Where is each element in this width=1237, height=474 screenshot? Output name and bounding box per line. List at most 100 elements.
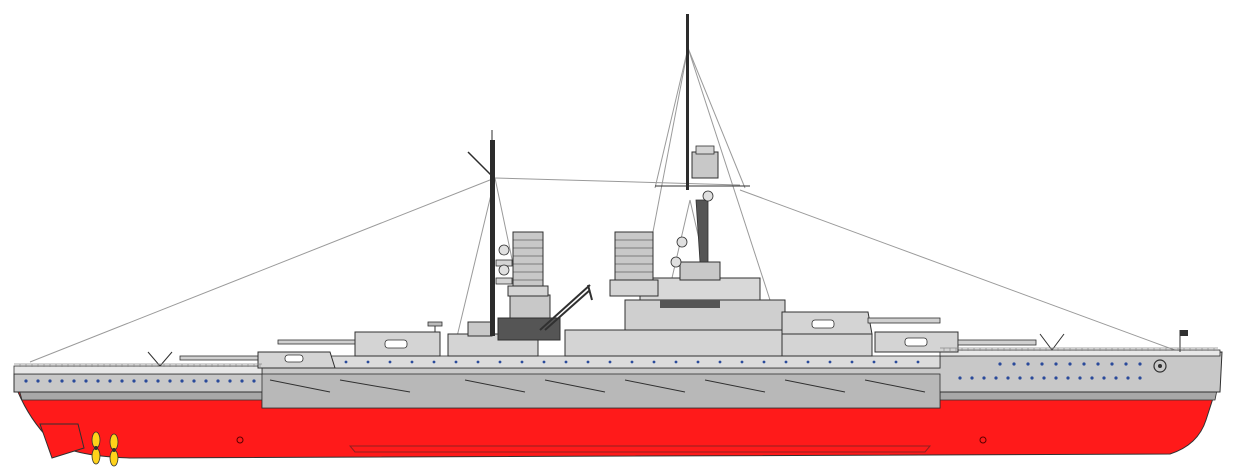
- foremast: [467, 130, 495, 336]
- porthole: [388, 360, 392, 364]
- porthole: [872, 360, 876, 364]
- turret-b: [277, 321, 443, 357]
- bilge-keel: [348, 445, 932, 453]
- porthole: [1018, 376, 1022, 380]
- porthole: [564, 360, 568, 364]
- propeller-group: [91, 431, 119, 467]
- porthole: [204, 379, 208, 383]
- aft-funnel: [609, 231, 659, 297]
- porthole: [1012, 362, 1016, 366]
- porthole: [132, 379, 136, 383]
- porthole: [24, 379, 28, 383]
- porthole: [998, 362, 1002, 366]
- porthole: [982, 376, 986, 380]
- porthole: [520, 360, 524, 364]
- porthole: [958, 376, 962, 380]
- porthole: [970, 376, 974, 380]
- porthole: [994, 376, 998, 380]
- casemate-marks: [269, 379, 926, 393]
- foremast-shroud-1: [454, 177, 496, 346]
- bow-davit: [147, 333, 1065, 367]
- deck-railing: [14, 347, 1218, 367]
- porthole: [180, 379, 184, 383]
- mainmast-stay-3: [687, 47, 771, 301]
- forward-funnel: [507, 231, 549, 297]
- porthole: [806, 360, 810, 364]
- mainmast-stay-1: [654, 47, 689, 189]
- porthole: [108, 379, 112, 383]
- rudder: [39, 423, 85, 459]
- porthole: [542, 360, 546, 364]
- porthole: [894, 360, 898, 364]
- porthole: [498, 360, 502, 364]
- rigging: [29, 47, 1181, 363]
- triatic-stay: [494, 177, 741, 186]
- porthole: [252, 379, 256, 383]
- turret-y: [874, 331, 1037, 353]
- porthole: [828, 360, 832, 364]
- hull-fittings: [236, 436, 987, 444]
- propeller-icon: [91, 431, 101, 465]
- porthole: [84, 379, 88, 383]
- porthole: [410, 360, 414, 364]
- porthole: [1114, 376, 1118, 380]
- porthole: [168, 379, 172, 383]
- porthole: [586, 360, 590, 364]
- porthole: [1110, 362, 1114, 366]
- porthole: [366, 360, 370, 364]
- porthole: [432, 360, 436, 364]
- porthole: [1090, 376, 1094, 380]
- porthole: [228, 379, 232, 383]
- backstay-line: [739, 189, 1181, 353]
- mainmast: [655, 14, 750, 268]
- porthole: [1040, 362, 1044, 366]
- searchlight-platform: [495, 244, 513, 285]
- porthole: [784, 360, 788, 364]
- porthole: [718, 360, 722, 364]
- porthole: [1068, 362, 1072, 366]
- porthole: [608, 360, 612, 364]
- porthole: [1030, 376, 1034, 380]
- porthole: [1042, 376, 1046, 380]
- porthole: [216, 379, 220, 383]
- porthole: [696, 360, 700, 364]
- mainmast-stay-2: [687, 47, 746, 189]
- porthole: [240, 379, 244, 383]
- boat-crane: [539, 284, 593, 331]
- anchor-icon: [1153, 359, 1167, 373]
- porthole: [120, 379, 124, 383]
- porthole: [850, 360, 854, 364]
- porthole: [36, 379, 40, 383]
- porthole: [1096, 362, 1100, 366]
- porthole: [48, 379, 52, 383]
- porthole: [1126, 376, 1130, 380]
- porthole: [344, 360, 348, 364]
- porthole: [674, 360, 678, 364]
- forestay-line: [29, 177, 496, 363]
- porthole: [916, 360, 920, 364]
- porthole: [1066, 376, 1070, 380]
- porthole: [192, 379, 196, 383]
- porthole: [1054, 362, 1058, 366]
- main-deck: [13, 365, 263, 375]
- quarter-deck: [939, 349, 1221, 357]
- porthole: [96, 379, 100, 383]
- porthole: [652, 360, 656, 364]
- porthole: [454, 360, 458, 364]
- porthole-row: [24, 360, 1142, 383]
- porthole: [156, 379, 160, 383]
- midship-superstructure: [564, 261, 786, 357]
- porthole: [1102, 376, 1106, 380]
- porthole: [144, 379, 148, 383]
- porthole: [60, 379, 64, 383]
- porthole: [740, 360, 744, 364]
- porthole: [1138, 362, 1142, 366]
- porthole: [476, 360, 480, 364]
- porthole: [1026, 362, 1030, 366]
- turret-a: [179, 351, 336, 369]
- propeller-icon: [109, 433, 119, 467]
- porthole: [762, 360, 766, 364]
- porthole: [1054, 376, 1058, 380]
- porthole: [1078, 376, 1082, 380]
- porthole: [72, 379, 76, 383]
